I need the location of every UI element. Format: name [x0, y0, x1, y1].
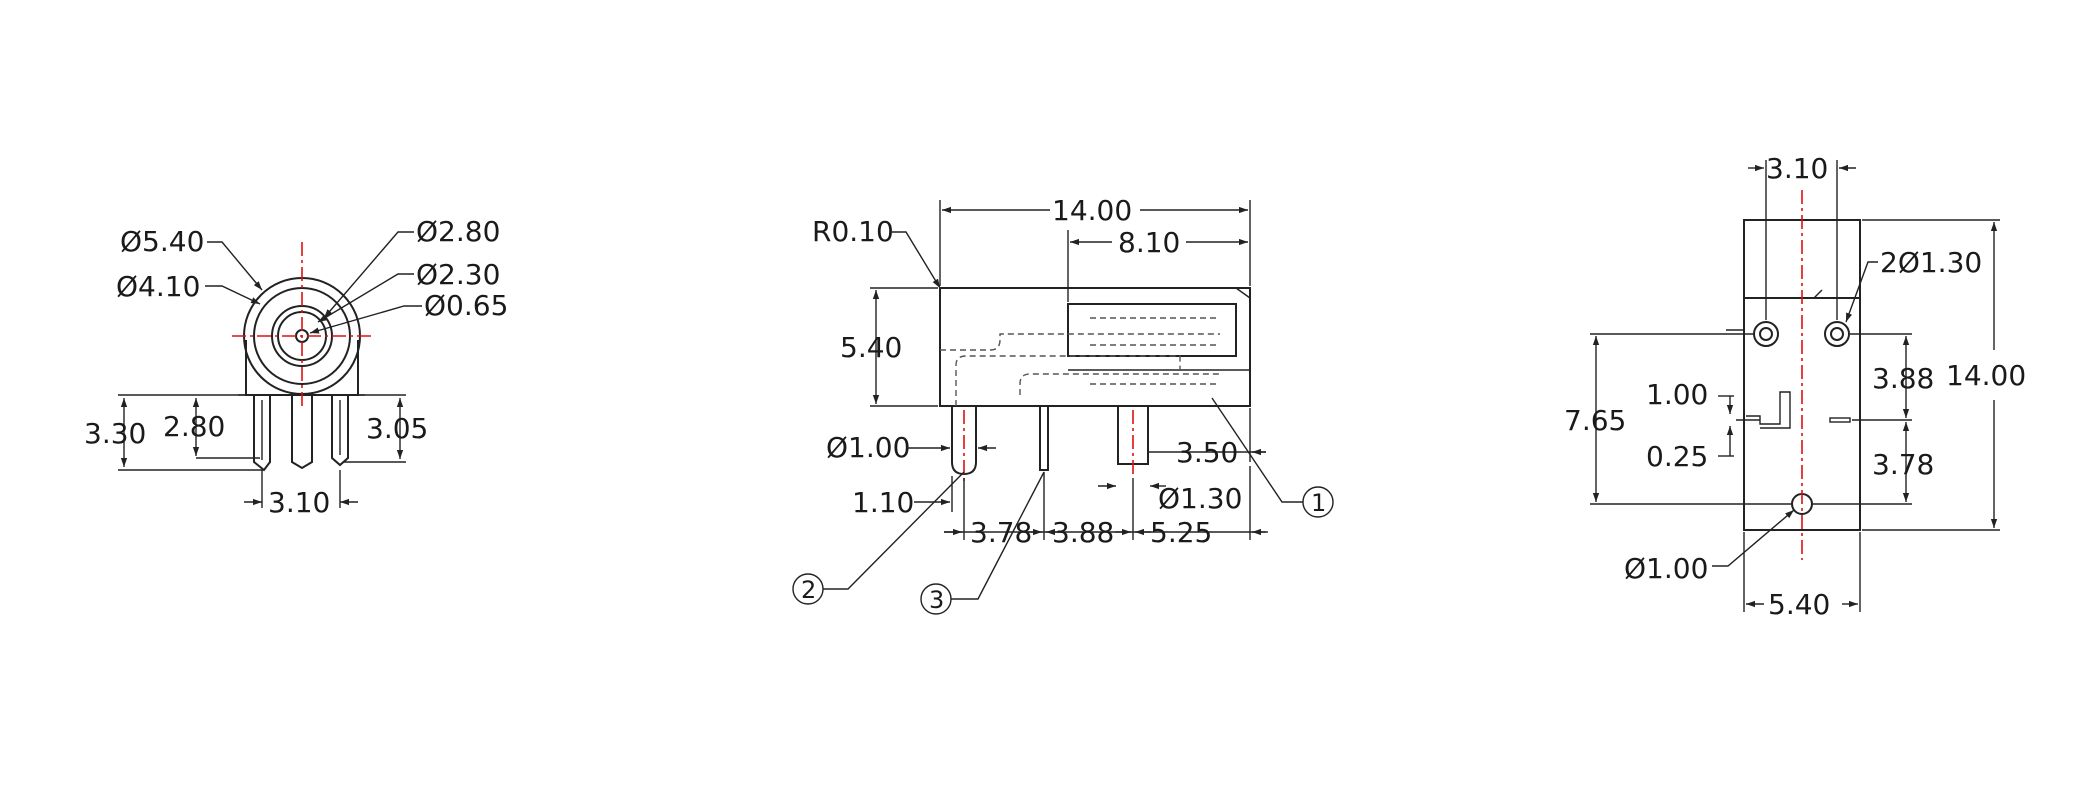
- side-dist-378: 3.78: [970, 516, 1032, 549]
- callout-1: 1: [1211, 397, 1334, 518]
- front-dia-280: Ø2.80: [416, 215, 500, 248]
- bottom-dist-378: 3.78: [1872, 448, 1934, 481]
- side-dist-525: 5.25: [1150, 516, 1212, 549]
- callout-3-label: 3: [929, 586, 944, 614]
- side-height-540: 5.40: [840, 331, 902, 364]
- front-view: Ø5.40 Ø4.10 Ø2.80 Ø2.30 Ø0.65 3.30 2.80 …: [84, 215, 508, 519]
- callout-3: 3: [920, 471, 1045, 615]
- side-body-outline: [939, 287, 1251, 476]
- bottom-dia-100: Ø1.00: [1624, 552, 1708, 585]
- bottom-width-310: 3.10: [1766, 152, 1828, 185]
- side-view: R0.10 14.00 8.10 5.40 Ø1.00 1.10 3.50 Ø1: [792, 194, 1334, 615]
- front-dia-inner: Ø4.10: [116, 270, 200, 303]
- bottom-dist-025: 0.25: [1646, 440, 1708, 473]
- side-length-810: 8.10: [1118, 226, 1180, 259]
- side-dia-100: Ø1.00: [826, 431, 910, 464]
- side-radius: R0.10: [812, 215, 894, 248]
- side-dia-130: Ø1.30: [1158, 482, 1242, 515]
- side-width-110: 1.10: [852, 486, 914, 519]
- bottom-view: 3.10 2Ø1.30 14.00 3.88 3.78 7.65 1.00 0.…: [1564, 152, 2026, 621]
- bottom-height-1400: 14.00: [1946, 359, 2026, 392]
- front-height-305: 3.05: [366, 412, 428, 445]
- front-width-310: 3.10: [268, 486, 330, 519]
- callout-1-label: 1: [1311, 489, 1326, 517]
- front-height-330: 3.30: [84, 417, 146, 450]
- bottom-holes: 2Ø1.30: [1880, 246, 1982, 279]
- side-depth-350: 3.50: [1176, 436, 1238, 469]
- front-height-280: 2.80: [163, 410, 225, 443]
- bottom-height-765: 7.65: [1564, 404, 1626, 437]
- bottom-width-540: 5.40: [1768, 588, 1830, 621]
- side-dist-388: 3.88: [1052, 516, 1114, 549]
- front-dia-outer: Ø5.40: [120, 225, 204, 258]
- bottom-dist-100: 1.00: [1646, 378, 1708, 411]
- bottom-body-outline: [1726, 219, 1861, 531]
- front-dia-230: Ø2.30: [416, 258, 500, 291]
- side-length-1400: 14.00: [1052, 194, 1132, 227]
- callout-2: 2: [792, 471, 965, 605]
- bottom-dist-388: 3.88: [1872, 362, 1934, 395]
- callout-2-label: 2: [801, 576, 816, 604]
- front-dia-065: Ø0.65: [424, 289, 508, 322]
